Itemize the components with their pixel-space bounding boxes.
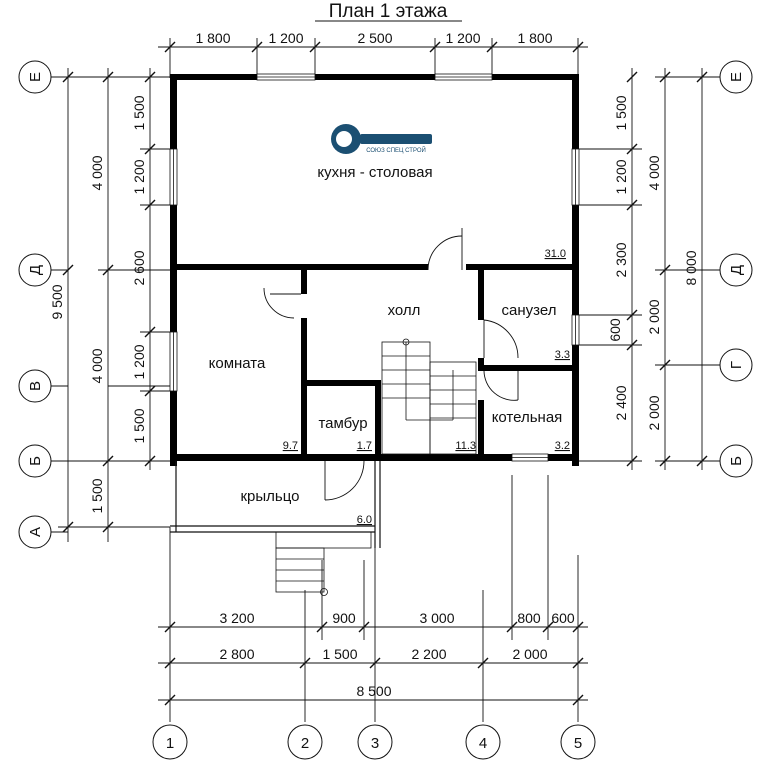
axis-label: 2 — [301, 735, 309, 752]
dim-label: 1 500 — [131, 95, 147, 130]
room-name-room: комната — [209, 355, 266, 372]
dim-label: 4 000 — [89, 155, 105, 190]
dim-label: 1 200 — [131, 344, 147, 379]
axis-label: Г — [728, 361, 745, 369]
axis-label: Д — [27, 265, 44, 275]
axis-bubbles — [18, 60, 753, 760]
dim-label: 8 000 — [683, 250, 699, 285]
dim-label: 1 800 — [517, 30, 552, 46]
room-name-hall: холл — [388, 302, 421, 319]
axis-label: 4 — [479, 735, 487, 752]
dim-label: 2 400 — [613, 385, 629, 420]
room-name-vestibule: тамбур — [318, 415, 367, 432]
room-name-kitchen: кухня - столовая — [317, 164, 432, 181]
room-area-kitchen: 31.0 — [545, 248, 566, 260]
axis-label: 5 — [574, 735, 582, 752]
dim-label: 3 000 — [419, 610, 454, 626]
room-area-porch: 6.0 — [357, 514, 372, 526]
dim-label: 8 500 — [356, 683, 391, 699]
dim-label: 9 500 — [49, 284, 65, 319]
dim-label: 2 800 — [219, 646, 254, 662]
axis-label: Д — [728, 265, 745, 275]
logo-text: СОЮЗ СПЕЦ СТРОЙ — [366, 146, 426, 154]
room-labels: кухня - столовая 31.0 холл 11.3 санузел … — [209, 164, 570, 526]
dims-top: 1 800 1 200 2 500 1 200 1 800 — [195, 30, 552, 46]
room-name-bathroom: санузел — [502, 302, 557, 319]
plan-title: План 1 этажа — [329, 1, 448, 22]
dim-label: 2 300 — [613, 242, 629, 277]
dim-label: 2 500 — [357, 30, 392, 46]
dim-label: 600 — [551, 610, 575, 626]
axis-label: Е — [728, 72, 745, 82]
dim-label: 1 500 — [613, 95, 629, 130]
dim-label: 1 200 — [268, 30, 303, 46]
room-area-room: 9.7 — [283, 440, 298, 452]
company-logo: СОЮЗ СПЕЦ СТРОЙ — [331, 124, 432, 154]
dims-bottom: 3 200 900 3 000 800 600 2 800 1 500 2 20… — [219, 610, 574, 699]
dim-label: 2 200 — [411, 646, 446, 662]
doors — [263, 228, 519, 501]
axis-label: 1 — [166, 735, 174, 752]
room-area-boiler: 3.2 — [555, 440, 570, 452]
dim-label: 2 000 — [646, 299, 662, 334]
dims-left-outer: 4 000 4 000 1 500 9 500 — [49, 155, 105, 513]
room-area-hall: 11.3 — [455, 440, 476, 452]
dim-label: 1 800 — [195, 30, 230, 46]
dims-right-outer: 4 000 2 000 2 000 8 000 — [646, 155, 699, 430]
dimension-ticks — [62, 41, 708, 706]
windows — [169, 73, 580, 462]
dim-label: 4 000 — [646, 155, 662, 190]
room-name-boiler: котельная — [492, 409, 563, 426]
axis-label: А — [27, 527, 44, 537]
dim-label: 4 000 — [89, 348, 105, 383]
dim-label: 900 — [332, 610, 356, 626]
axis-label: В — [27, 381, 44, 391]
axis-label: Е — [27, 72, 44, 82]
dim-label: 1 500 — [131, 408, 147, 443]
room-area-vestibule: 1.7 — [357, 440, 372, 452]
dim-label: 1 200 — [613, 159, 629, 194]
axis-label: Б — [27, 456, 44, 466]
dim-label: 1 200 — [445, 30, 480, 46]
dim-label: 2 600 — [131, 250, 147, 285]
axis-label: 3 — [371, 735, 379, 752]
axis-labels: Е Д В Б А Е Д Г Б 1 2 3 4 5 — [27, 72, 745, 752]
dim-label: 1 500 — [89, 478, 105, 513]
walls — [170, 74, 579, 466]
room-area-bathroom: 3.3 — [555, 349, 570, 361]
dim-label: 1 500 — [322, 646, 357, 662]
dim-label: 2 000 — [512, 646, 547, 662]
axis-label: Б — [728, 456, 745, 466]
dims-left-inner: 1 500 1 200 2 600 1 200 1 500 — [131, 95, 147, 443]
dim-label: 800 — [517, 610, 541, 626]
hall-staircase — [381, 338, 477, 455]
porch-stairs — [275, 531, 372, 596]
dim-label: 600 — [607, 318, 623, 342]
dim-label: 3 200 — [219, 610, 254, 626]
dim-label: 1 200 — [131, 159, 147, 194]
room-name-porch: крыльцо — [240, 488, 299, 505]
dim-label: 2 000 — [646, 395, 662, 430]
dims-right-inner: 1 500 1 200 2 300 600 2 400 — [607, 95, 629, 420]
